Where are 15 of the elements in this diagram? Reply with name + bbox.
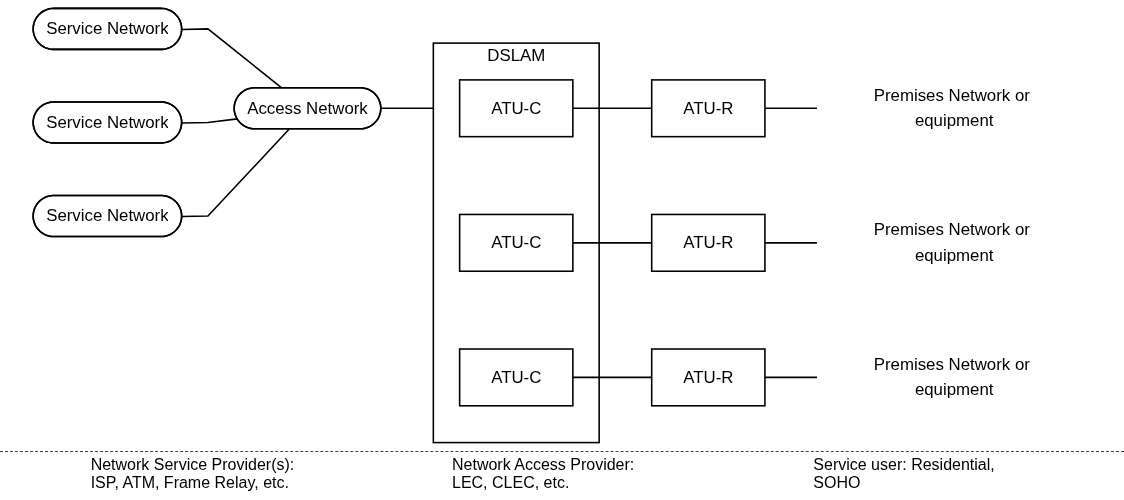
node-text: Premises Network or equipment: [873, 220, 1030, 264]
node-box: ATU-C: [458, 79, 574, 138]
node-box: ATU-C: [458, 348, 574, 407]
node-box: ATU-C: [458, 213, 574, 273]
connector: [181, 118, 239, 124]
node-text: Premises Network or equipment: [873, 86, 1030, 130]
region-caption: Service user: Residential, SOHO: [813, 456, 996, 492]
region-caption: Network Service Provider(s): ISP, ATM, Frame Relay, etc.: [90, 456, 296, 492]
connector: [181, 128, 290, 218]
node-box: ATU-R: [650, 348, 766, 407]
connector: [380, 107, 435, 110]
region-caption: Network Access Provider: LEC, CLEC, etc.: [452, 456, 636, 492]
node-box: ATU-R: [650, 213, 766, 273]
node-text: Premises Network or equipment: [873, 355, 1030, 399]
node-box: ATU-R: [650, 79, 766, 138]
